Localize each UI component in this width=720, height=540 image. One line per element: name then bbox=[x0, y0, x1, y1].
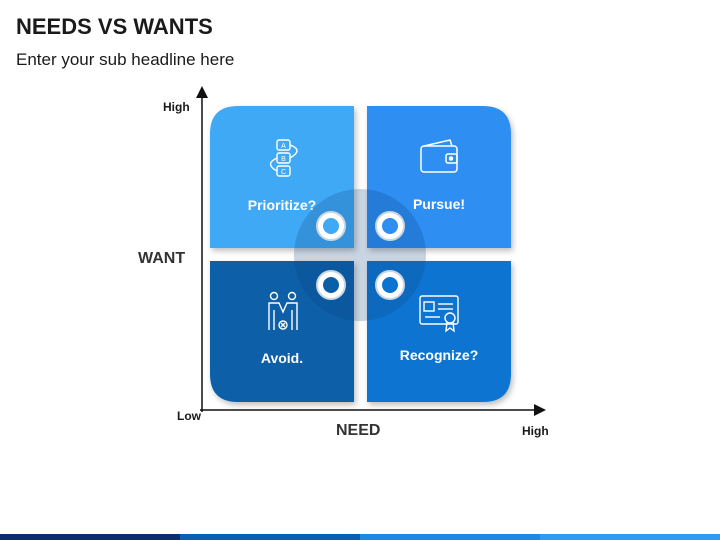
quadrant-label-recognize: Recognize? bbox=[399, 347, 479, 363]
quadrant-label-prioritize: Prioritize? bbox=[247, 197, 317, 213]
bottom-bar-segment bbox=[360, 534, 540, 540]
slide-subtitle: Enter your sub headline here bbox=[16, 50, 235, 69]
svg-text:A: A bbox=[281, 143, 286, 150]
knob-bottom-right bbox=[375, 270, 405, 300]
wallet-icon bbox=[420, 139, 458, 173]
svg-text:B: B bbox=[281, 156, 286, 163]
quadrant-bottom-left bbox=[210, 261, 354, 402]
quadrant-label-pursue: Pursue! bbox=[412, 196, 466, 212]
knob-bottom-left bbox=[316, 270, 346, 300]
knob-top-left bbox=[316, 211, 346, 241]
y-axis-high-label: High bbox=[163, 100, 190, 114]
handshake-people-icon bbox=[268, 291, 298, 330]
quadrant-label-avoid: Avoid. bbox=[260, 350, 304, 366]
quadrant-top-left bbox=[210, 106, 354, 248]
bottom-bar-segment bbox=[540, 534, 720, 540]
slide-title: NEEDS VS WANTS bbox=[16, 14, 213, 39]
svg-text:C: C bbox=[281, 169, 286, 176]
y-axis-title: WANT bbox=[138, 250, 186, 267]
bottom-bar-segment bbox=[180, 534, 360, 540]
abc-steps-icon: A B C bbox=[269, 139, 298, 177]
quadrant-top-right bbox=[367, 106, 511, 248]
knob-top-right bbox=[375, 211, 405, 241]
x-axis-high-label: High bbox=[522, 424, 549, 438]
certificate-icon bbox=[419, 295, 459, 333]
x-axis-title: NEED bbox=[336, 422, 381, 439]
y-axis-low-label: Low bbox=[177, 409, 201, 423]
quadrant-bottom-right bbox=[367, 261, 511, 402]
bottom-bar-segment bbox=[0, 534, 180, 540]
bottom-accent-bar bbox=[0, 534, 720, 540]
